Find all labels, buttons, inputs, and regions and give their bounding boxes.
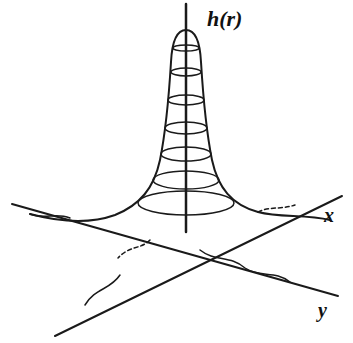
axis-label: x [324, 205, 334, 225]
axis-label: y [318, 300, 327, 320]
surface-ripple-hidden [118, 205, 295, 258]
contour-rings [138, 45, 234, 215]
surface-ripple [30, 214, 290, 305]
function-label: h(r) [207, 8, 242, 30]
vertical-axis [185, 4, 188, 232]
